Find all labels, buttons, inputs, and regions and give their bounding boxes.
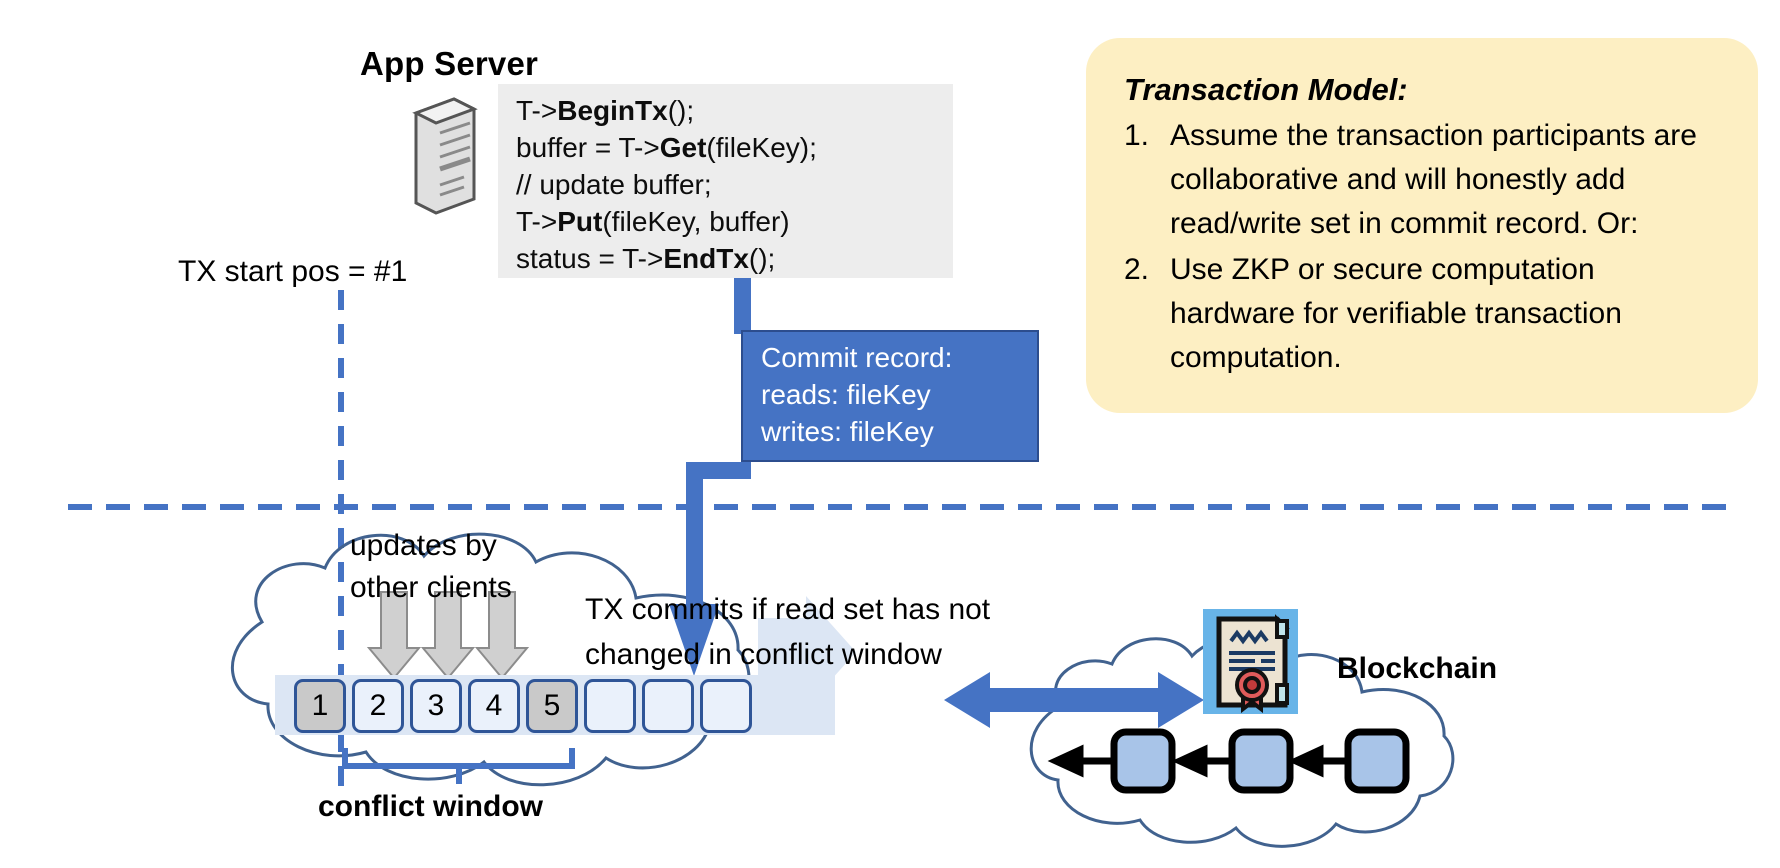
blockchain-cloud xyxy=(1029,637,1455,848)
blockchain-block-3 xyxy=(1344,728,1410,794)
label-line: updates by xyxy=(350,529,497,562)
log-box-2[interactable]: 2 xyxy=(352,679,404,733)
blockchain-blocks xyxy=(1047,728,1410,794)
commit-record-title: Commit record: xyxy=(761,342,953,373)
update-arrow-1 xyxy=(366,591,422,680)
log-box-8[interactable] xyxy=(700,679,752,733)
transaction-model-item-2: 2. Use ZKP or secure computation hardware… xyxy=(1124,248,1724,380)
code-line-5: status = T->EndTx(); xyxy=(516,243,776,274)
transaction-model-list: 1. Assume the transaction participants ar… xyxy=(1124,114,1724,380)
log-box-label: 4 xyxy=(485,689,503,722)
blockchain-block-2 xyxy=(1228,728,1294,794)
log-box-1[interactable]: 1 xyxy=(294,679,346,733)
commit-record-writes: writes: fileKey xyxy=(761,416,934,447)
server-tower-icon xyxy=(410,95,480,215)
conflict-window-brace xyxy=(342,748,575,784)
label-line: TX commits if read set has not xyxy=(585,593,991,626)
log-box-5[interactable]: 5 xyxy=(526,679,578,733)
code-line-4: T->Put(fileKey, buffer) xyxy=(516,206,790,237)
log-box-label: 5 xyxy=(543,689,561,722)
label-line: other clients xyxy=(350,571,512,604)
tx-start-pos-label: TX start pos = #1 xyxy=(178,255,408,288)
code-panel-background xyxy=(498,84,953,278)
transaction-model-panel: Transaction Model: 1. Assume the transact… xyxy=(1086,38,1758,413)
update-arrow-3 xyxy=(474,591,530,680)
log-box-4[interactable]: 4 xyxy=(468,679,520,733)
commit-record-box: Commit record: reads: fileKey writes: fi… xyxy=(741,330,1039,462)
log-box-label: 1 xyxy=(311,689,329,722)
conflict-window-label: conflict window xyxy=(318,790,543,823)
code-block: T->BeginTx(); buffer = T->Get(fileKey); //… xyxy=(516,92,956,277)
transaction-model-item-text: Use ZKP or secure computation hardware f… xyxy=(1170,253,1622,374)
code-line-2: buffer = T->Get(fileKey); xyxy=(516,132,817,163)
sync-double-arrow xyxy=(944,672,1204,728)
blockchain-label: Blockchain xyxy=(1337,652,1498,685)
label-line: changed in conflict window xyxy=(585,638,942,671)
tx-commits-condition-label: TX commits if read set has not changed in… xyxy=(585,587,990,677)
app-server-title: App Server xyxy=(360,45,539,82)
code-line-1: T->BeginTx(); xyxy=(516,95,695,126)
commit-flow-arrow xyxy=(669,278,751,676)
code-line-3: // update buffer; xyxy=(516,169,712,200)
update-arrows xyxy=(366,591,530,680)
log-box-label: 2 xyxy=(369,689,387,722)
certificate-seal-icon xyxy=(1203,609,1298,714)
transaction-model-title: Transaction Model: xyxy=(1124,72,1408,107)
transaction-model-item-number: 1. xyxy=(1124,119,1150,152)
log-box-label: 3 xyxy=(427,689,445,722)
log-box-3[interactable]: 3 xyxy=(410,679,462,733)
commit-record-reads: reads: fileKey xyxy=(761,379,931,410)
transaction-model-item-1: 1. Assume the transaction participants ar… xyxy=(1124,114,1724,246)
transaction-model-item-text: Assume the transaction participants are … xyxy=(1170,119,1697,240)
update-arrow-2 xyxy=(420,591,476,680)
log-box-7[interactable] xyxy=(642,679,694,733)
updates-by-other-clients-label: updates by other clients xyxy=(350,525,512,609)
log-box-6[interactable] xyxy=(584,679,636,733)
blockchain-block-1 xyxy=(1110,728,1176,794)
transaction-model-item-number: 2. xyxy=(1124,253,1150,286)
